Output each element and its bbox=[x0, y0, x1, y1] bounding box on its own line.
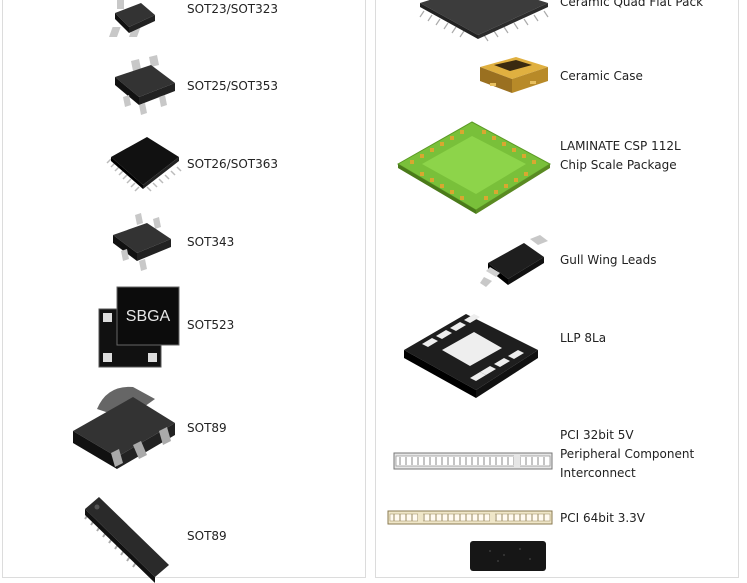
sbga-package-icon: SBGA bbox=[98, 286, 183, 368]
package-label: Peripheral Component bbox=[560, 447, 695, 461]
package-label: Interconnect bbox=[560, 466, 636, 480]
pci-32bit-slot-icon bbox=[393, 450, 554, 472]
package-label: Gull Wing Leads bbox=[560, 253, 657, 267]
sot23-package-icon bbox=[108, 0, 159, 45]
list-item[interactable]: Ceramic Quad Flat Pack bbox=[376, 0, 738, 49]
package-label: SOT25/SOT353 bbox=[187, 79, 279, 93]
package-label: SOT523 bbox=[187, 318, 235, 332]
right-package-list: Ceramic Quad Flat Pack Ceramic Case bbox=[375, 0, 739, 578]
list-item[interactable]: SOT89 bbox=[3, 489, 365, 583]
sbga-icon-text: SBGA bbox=[126, 308, 171, 325]
chip-partial-icon bbox=[470, 541, 548, 571]
package-label: PCI 32bit 5V bbox=[560, 428, 634, 442]
list-item[interactable]: SBGA SOT523 bbox=[3, 284, 365, 369]
package-label: SOT89 bbox=[187, 421, 227, 435]
list-item[interactable]: LAMINATE CSP 112L Chip Scale Package bbox=[376, 114, 738, 214]
package-label: LLP 8La bbox=[560, 331, 607, 345]
list-item[interactable]: SOT343 bbox=[3, 207, 365, 277]
llp-package-icon bbox=[402, 308, 542, 398]
pci-64bit-slot-icon bbox=[387, 510, 554, 526]
package-label: LAMINATE CSP 112L bbox=[560, 139, 681, 153]
package-label: Chip Scale Package bbox=[560, 158, 677, 172]
ceramic-case-icon bbox=[476, 53, 552, 101]
list-item[interactable]: SOT25/SOT353 bbox=[3, 51, 365, 121]
list-item[interactable]: PCI 32bit 5V Peripheral Component Interc… bbox=[376, 424, 738, 489]
list-item[interactable]: Gull Wing Leads bbox=[376, 227, 738, 297]
list-item[interactable]: SOT26/SOT363 bbox=[3, 129, 365, 199]
ceramic-qfp-icon bbox=[414, 0, 554, 45]
sot25-package-icon bbox=[109, 55, 181, 117]
list-item[interactable]: Ceramic Case bbox=[376, 51, 738, 106]
sot89-package-icon bbox=[71, 379, 185, 471]
package-label: SOT23/SOT323 bbox=[187, 2, 279, 16]
package-label: SOT26/SOT363 bbox=[187, 157, 279, 171]
gull-wing-icon bbox=[480, 233, 552, 289]
sot343-package-icon bbox=[109, 209, 177, 271]
package-label: Ceramic Case bbox=[560, 69, 643, 83]
list-item[interactable]: LLP 8La bbox=[376, 304, 738, 399]
dip-package-icon bbox=[81, 493, 171, 583]
package-label: SOT343 bbox=[187, 235, 235, 249]
package-label: SOT89 bbox=[187, 529, 227, 543]
list-item[interactable]: SOT89 bbox=[3, 377, 365, 477]
package-label: PCI 64bit 3.3V bbox=[560, 511, 646, 525]
left-package-list: SOT23/SOT323 SOT25/SOT353 bbox=[2, 0, 366, 583]
list-item[interactable]: PCI 64bit 3.3V bbox=[376, 504, 738, 534]
laminate-csp-icon bbox=[396, 118, 552, 214]
list-item[interactable]: SOT23/SOT323 bbox=[3, 0, 365, 59]
sot26-package-icon bbox=[106, 133, 183, 195]
package-label: Ceramic Quad Flat Pack bbox=[560, 0, 704, 9]
list-item[interactable] bbox=[376, 539, 738, 579]
